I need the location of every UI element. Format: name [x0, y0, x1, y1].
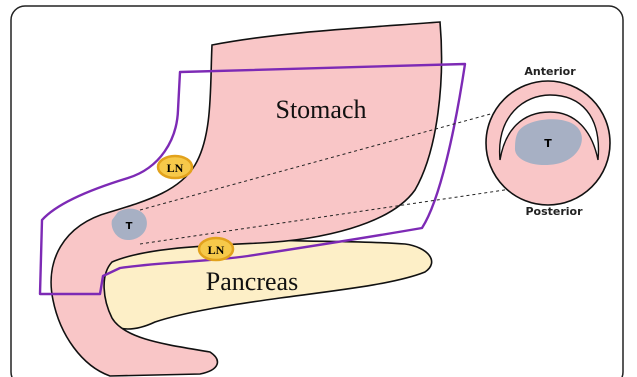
cross-section: T	[486, 81, 610, 205]
tumor-cross-section-label: T	[544, 137, 552, 150]
pancreas-label: Pancreas	[206, 267, 298, 296]
lymph-node-lower-label: LN	[208, 243, 225, 257]
posterior-label: Posterior	[525, 205, 583, 218]
tumor-main-label: T	[126, 221, 133, 232]
lymph-node-upper-label: LN	[167, 161, 184, 175]
stomach-label: Stomach	[276, 95, 367, 124]
anterior-label: Anterior	[524, 65, 576, 78]
